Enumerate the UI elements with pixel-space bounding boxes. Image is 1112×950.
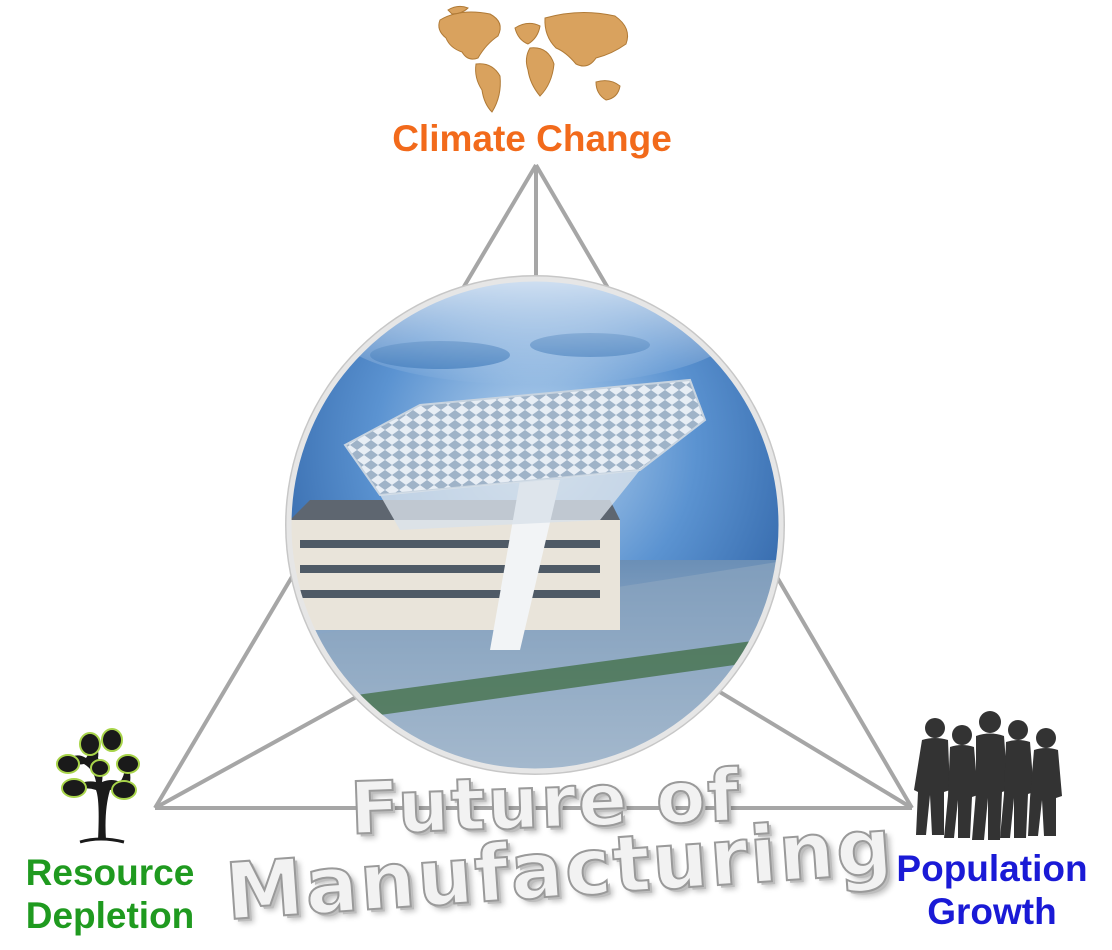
node-label-climate-change: Climate Change [362, 118, 702, 161]
world-map-icon [438, 5, 629, 113]
population-growth-line2: Growth [927, 890, 1057, 932]
node-label-resource-depletion: Resource Depletion [10, 852, 210, 937]
node-label-population-growth: Population Growth [880, 848, 1104, 933]
spoke-left [154, 693, 361, 810]
people-silhouettes-icon [914, 711, 1062, 840]
resource-depletion-line2: Depletion [25, 894, 195, 936]
climate-change-text: Climate Change [392, 118, 672, 159]
building-sphere [285, 275, 785, 775]
population-growth-line1: Population [896, 848, 1088, 889]
resource-depletion-line1: Resource [25, 852, 195, 893]
spoke-right [698, 678, 914, 810]
oak-tree-icon [56, 728, 140, 844]
